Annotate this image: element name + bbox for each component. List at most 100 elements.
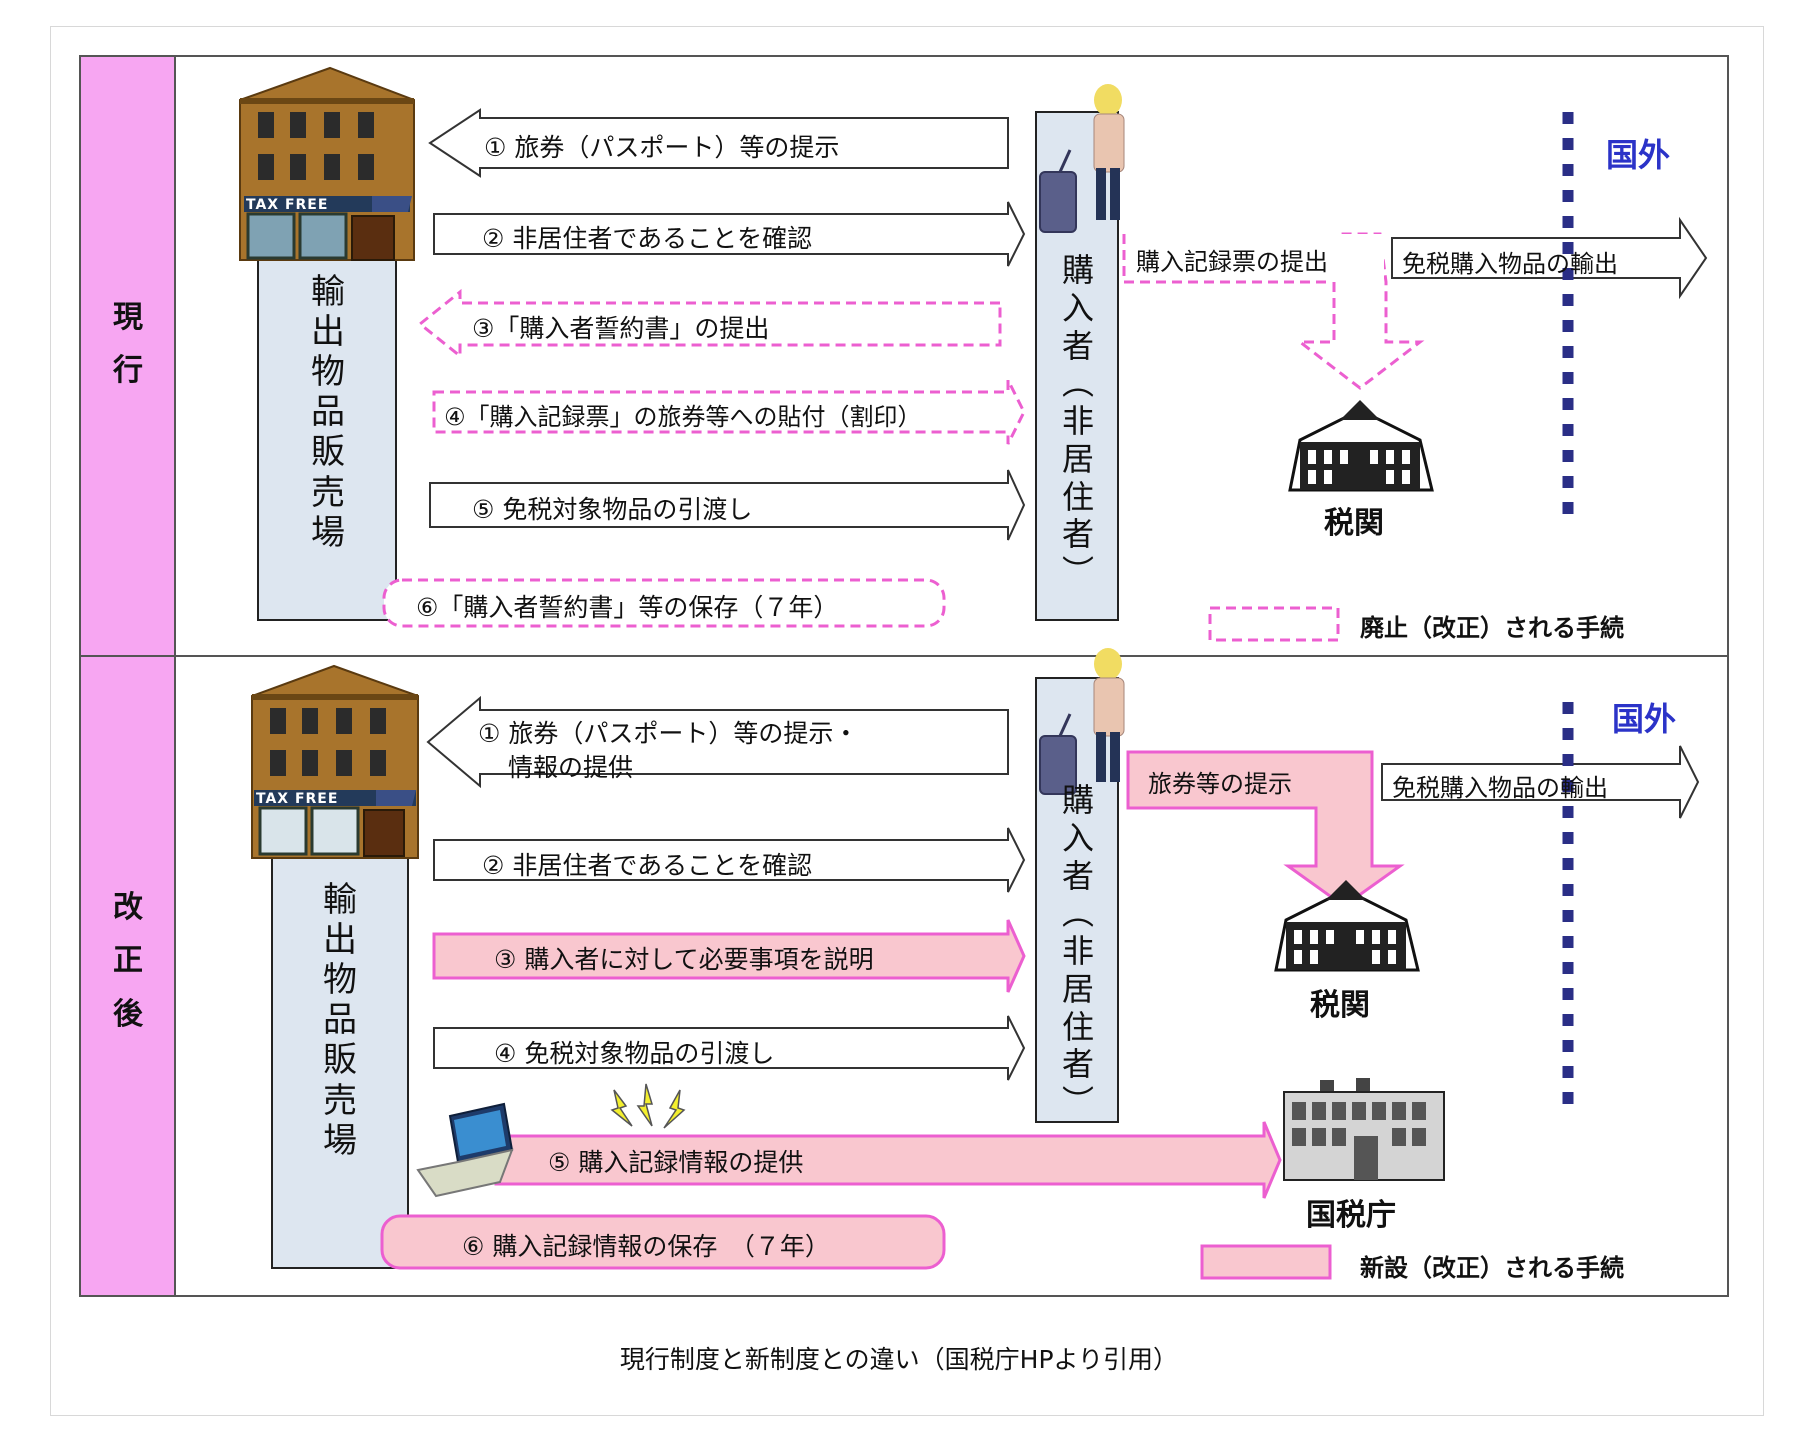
- current-export-label: 免税購入物品の輸出: [1402, 250, 1618, 278]
- store-char: 物: [311, 352, 345, 393]
- current-customs-label: 税関: [1324, 506, 1384, 541]
- nta-building-icon: [1283, 1078, 1445, 1181]
- store-char: 輸: [311, 272, 345, 312]
- store-char: 場: [311, 512, 345, 553]
- revised-abroad-label: 国外: [1612, 700, 1677, 738]
- current-step-5: ⑤ 免税対象物品の引渡し: [472, 495, 753, 524]
- revised-step-6: ⑥ 購入記録情報の保存 （７年）: [462, 1232, 830, 1261]
- current-row-label: 現 行: [100, 300, 156, 389]
- buyer-char: 者: [1061, 1045, 1094, 1084]
- revised-label-cell: [81, 657, 174, 1295]
- table-border: [79, 55, 1729, 1297]
- revised-label-char: 正: [113, 943, 143, 979]
- current-buyer-label: 購 入 者 ︵ 非 居 住 者 ︶: [1050, 251, 1106, 592]
- revised-export-arrow: [1381, 745, 1700, 819]
- buyer-char: 非: [1061, 932, 1094, 970]
- current-submit-record-label: 購入記録票の提出: [1136, 248, 1328, 276]
- current-arrow-2: [433, 201, 1026, 267]
- store-char: 場: [323, 1120, 357, 1161]
- current-arrow-1: [428, 108, 1009, 178]
- revised-legend-swatch: [1200, 1244, 1332, 1280]
- revised-step-1: ① 旅券（パスポート）等の提示・: [478, 719, 859, 748]
- current-label-char: 行: [113, 353, 143, 389]
- revised-store-label: 輸 出 物 品 販 売 場: [312, 880, 368, 1161]
- buyer-char: 入: [1061, 818, 1094, 857]
- signal-icon: [610, 1083, 686, 1129]
- revised-present-arrow: [1126, 750, 1405, 908]
- store-char: 売: [323, 1080, 357, 1121]
- buyer-char: 購: [1061, 251, 1094, 289]
- figure-caption: 現行制度と新制度との違い（国税庁HPより引用）: [619, 1345, 1179, 1374]
- buyer-char: 者: [1061, 515, 1094, 554]
- current-step-1: ① 旅券（パスポート）等の提示: [484, 133, 840, 162]
- store-char: 販: [311, 432, 345, 473]
- current-step-6: ⑥「購入者誓約書」等の保存（７年）: [416, 593, 839, 622]
- current-step-2: ② 非居住者であることを確認: [482, 224, 813, 253]
- buyer-char: 居: [1061, 969, 1094, 1008]
- revised-store-building-icon: [251, 664, 419, 859]
- buyer-char: ︵: [1061, 894, 1094, 933]
- revised-step6-box: [380, 1214, 946, 1270]
- current-legend-swatch: [1208, 606, 1340, 642]
- revised-customs-icon: [1274, 880, 1420, 972]
- buyer-char: 居: [1061, 439, 1094, 478]
- revised-label-char: 改: [113, 890, 143, 925]
- store-char: 輸: [323, 880, 357, 920]
- revised-arrow-4: [433, 1015, 1026, 1081]
- nta-label: 国税庁: [1306, 1198, 1396, 1233]
- current-traveler-icon: [1039, 84, 1125, 233]
- revised-traveler-icon: [1039, 648, 1125, 795]
- current-store-building-icon: [239, 66, 415, 261]
- current-abroad-label: 国外: [1606, 136, 1671, 174]
- buyer-char: 者: [1061, 856, 1094, 895]
- current-legend-label: 廃止（改正）される手続: [1360, 614, 1624, 642]
- store-char: 出: [311, 312, 345, 353]
- current-store-label: 輸 出 物 品 販 売 場: [300, 272, 356, 553]
- store-char: 出: [323, 920, 357, 961]
- current-label-cell: [81, 57, 174, 655]
- revised-step-3: ③ 購入者に対して必要事項を説明: [494, 945, 874, 974]
- revised-label-char: 後: [113, 996, 143, 1032]
- current-taxfree-sign: TAX FREE: [246, 197, 329, 213]
- revised-store-box: [271, 847, 409, 1269]
- buyer-char: ︶: [1061, 553, 1094, 591]
- store-char: 品: [323, 1000, 357, 1041]
- current-arrow-4: [432, 379, 1026, 445]
- current-label-char: 現: [113, 300, 143, 335]
- revised-buyer-label: 購 入 者 ︵ 非 居 住 者 ︶: [1050, 781, 1106, 1122]
- revised-arrow-3: [432, 919, 1026, 993]
- revised-export-label: 免税購入物品の輸出: [1392, 774, 1608, 802]
- store-char: 品: [311, 392, 345, 433]
- revised-present-passport-label: 旅券等の提示: [1148, 770, 1292, 798]
- buyer-char: 住: [1061, 1007, 1094, 1046]
- current-step-3: ③「購入者誓約書」の提出: [472, 314, 770, 343]
- current-arrow-3: [417, 288, 1002, 360]
- revised-step-4: ④ 免税対象物品の引渡し: [494, 1039, 775, 1068]
- revised-legend-label: 新設（改正）される手続: [1360, 1254, 1624, 1282]
- current-submit-flow: [1122, 234, 1328, 284]
- buyer-char: 入: [1061, 288, 1094, 327]
- current-step-4: ④「購入記録票」の旅券等への貼付（割印）: [444, 403, 922, 431]
- store-char: 売: [311, 472, 345, 513]
- current-export-arrow: [1391, 216, 1708, 300]
- buyer-char: 住: [1061, 477, 1094, 516]
- current-customs-icon: [1288, 400, 1434, 492]
- revised-arrow-2: [433, 827, 1026, 893]
- buyer-char: 購: [1061, 781, 1094, 819]
- revised-row-label: 改 正 後: [100, 890, 156, 1032]
- buyer-char: 非: [1061, 402, 1094, 440]
- current-arrow-5: [429, 469, 1026, 541]
- laptop-icon: [416, 1102, 514, 1198]
- revised-customs-label: 税関: [1310, 988, 1370, 1023]
- revised-arrow-1: [426, 695, 1009, 789]
- store-char: 販: [323, 1040, 357, 1081]
- buyer-char: ︵: [1061, 364, 1094, 403]
- revised-step-5: ⑤ 購入記録情報の提供: [548, 1148, 804, 1177]
- revised-step-1b: 情報の提供: [508, 753, 634, 782]
- revised-taxfree-sign: TAX FREE: [256, 791, 339, 807]
- buyer-char: 者: [1061, 326, 1094, 365]
- store-char: 物: [323, 960, 357, 1001]
- buyer-char: ︶: [1061, 1083, 1094, 1121]
- revised-arrow-5: [494, 1121, 1282, 1199]
